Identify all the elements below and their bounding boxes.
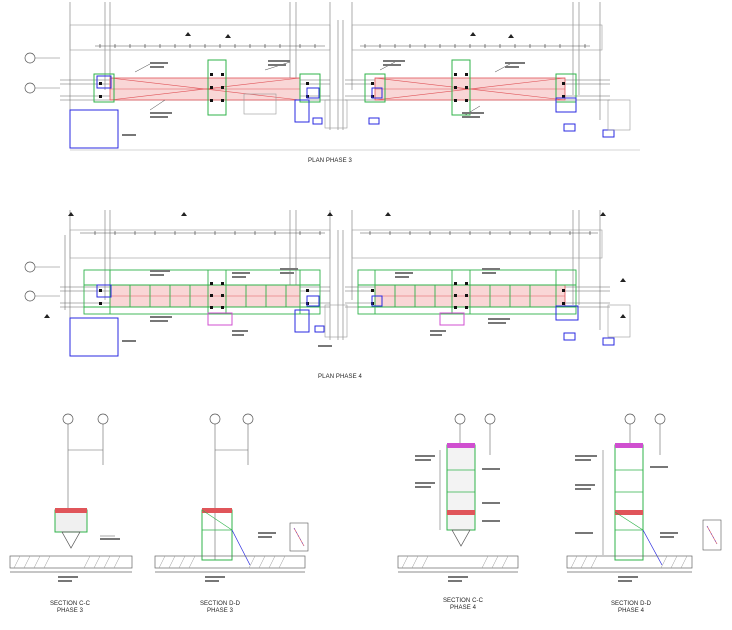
section-markers [185, 32, 514, 38]
plan-phase-4-caption: PLAN PHASE 4 [290, 374, 390, 381]
annotation-text-4 [122, 268, 510, 347]
grid-bubble-upper-4 [24, 261, 60, 273]
ground-slabs [9, 555, 693, 573]
plan-phase-3-caption: PLAN PHASE 3 [280, 158, 380, 165]
grid-bubble-lower [24, 82, 60, 94]
magenta-boxes-4 [207, 312, 465, 326]
plan-phase-3 [24, 2, 640, 151]
grid-bubble-upper [24, 52, 60, 64]
dimension-ticks-4 [94, 231, 591, 235]
plan-phase-4 [24, 210, 631, 357]
grey-outlines [243, 93, 631, 131]
section-markers-4 [44, 212, 626, 318]
section-dd-phase-4-title: SECTION D-D [610, 601, 652, 607]
section-dd-phase-3-caption: SECTION D-D PHASE 3 [185, 601, 255, 615]
section-cc-phase-3-title: SECTION C-C [49, 601, 91, 607]
grey-outlines-4 [324, 304, 631, 338]
ground-dimension-marks [58, 576, 638, 582]
section-cc-phase-3 [54, 413, 120, 549]
building-gridlines-4 [69, 210, 601, 340]
section-cc-phase-3-caption: SECTION C-C PHASE 3 [35, 601, 105, 615]
section-cc-phase-4-caption: SECTION C-C PHASE 4 [428, 598, 498, 612]
section-dd-phase-4 [575, 413, 722, 566]
bracing-band-left [109, 77, 301, 101]
section-cc-phase-4 [415, 413, 500, 547]
ground-hatch [13, 555, 688, 569]
bracing-band-left-4 [109, 284, 301, 308]
dimension-strip [69, 24, 603, 51]
section-dd-phase-3 [201, 413, 309, 566]
dimension-ticks [99, 44, 586, 48]
blue-boxes [69, 75, 615, 149]
annotation-text [122, 60, 525, 136]
dimension-strip-4 [64, 229, 603, 310]
grid-bubble-lower-4 [24, 290, 60, 302]
plan-phase-3-title: PLAN PHASE 3 [308, 158, 352, 164]
blue-boxes-4 [69, 284, 615, 357]
building-gridlines [69, 2, 601, 130]
section-dd-phase-3-phase: PHASE 3 [206, 608, 234, 614]
section-dd-phase-3-title: SECTION D-D [199, 601, 241, 607]
section-cc-phase-4-phase: PHASE 4 [449, 605, 477, 611]
section-dd-phase-4-caption: SECTION D-D PHASE 4 [596, 601, 666, 615]
plan-phase-4-title: PLAN PHASE 4 [318, 374, 362, 380]
green-frames [93, 59, 577, 116]
section-cc-phase-3-phase: PHASE 3 [56, 608, 84, 614]
section-cc-phase-4-title: SECTION C-C [442, 598, 484, 604]
section-dd-phase-4-phase: PHASE 4 [617, 608, 645, 614]
